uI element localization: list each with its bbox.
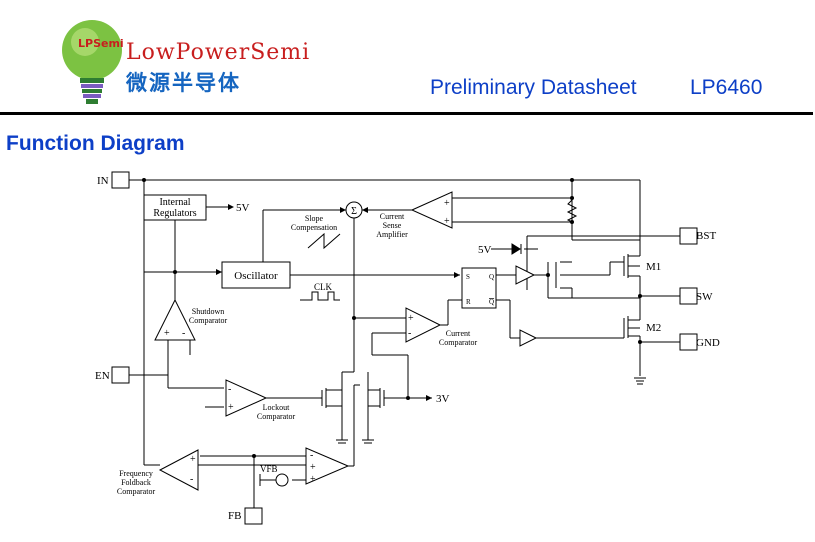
pin-sw-box — [679, 287, 698, 305]
arrow-5v-icon — [228, 204, 234, 210]
pin-in-box — [111, 171, 130, 189]
oscillator-label: Oscillator — [234, 270, 278, 282]
ff-qbar-label: Q — [489, 298, 494, 306]
brand-name-en: LowPowerSemi — [126, 40, 311, 65]
arrow-sense-icon — [362, 207, 368, 213]
regulator-5v-label: 5V — [236, 202, 250, 214]
pin-fb-label: FB — [228, 510, 241, 522]
current-comp-label-2: Comparator — [439, 338, 478, 347]
document-title: Preliminary Datasheet — [430, 76, 637, 99]
internal-regulators-label-2: Regulators — [153, 208, 196, 219]
shutdown-label-2: Comparator — [189, 316, 228, 325]
internal-regulators-label-1: Internal — [159, 197, 190, 208]
slope-label-1: Slope — [305, 214, 324, 223]
arrow-sum-icon — [340, 207, 346, 213]
junction-dots — [142, 178, 642, 458]
v3-label: 3V — [436, 393, 450, 405]
m2-label: M2 — [646, 322, 661, 334]
diagram-wires — [129, 179, 680, 508]
current-sense-amp — [410, 191, 453, 229]
arrow-3v-icon — [426, 395, 432, 401]
pin-in-label: IN — [97, 175, 109, 187]
low-side-driver — [519, 329, 538, 347]
pin-gnd-label: GND — [696, 337, 720, 349]
blocks — [143, 191, 578, 491]
mosfets — [321, 254, 640, 408]
high-side-driver — [515, 265, 536, 285]
sense-resistor — [566, 199, 578, 223]
clk-label: CLK — [314, 282, 333, 292]
current-comp-label-1: Current — [446, 329, 471, 338]
ff-q-label: Q — [489, 273, 494, 281]
pin-bst-label: BST — [696, 230, 716, 242]
error-comparator — [305, 447, 350, 485]
ff-r-label: R — [466, 298, 471, 306]
lockout-mosfet-a — [321, 388, 342, 408]
pin-sw-label: SW — [696, 291, 713, 303]
svg-text:-: - — [228, 384, 231, 395]
ffb-label-1: Frequency — [119, 469, 153, 478]
m1-label: M1 — [646, 261, 661, 273]
logo-badge: LPSemi — [78, 37, 124, 50]
logo-bulb-icon — [62, 20, 122, 104]
svg-text:+: + — [310, 462, 316, 473]
svg-text:-: - — [182, 328, 185, 339]
csa-label-2: Sense — [383, 221, 402, 230]
lockout-label-1: Lockout — [263, 403, 290, 412]
lockout-comparator — [225, 379, 268, 417]
arrow-osc-icon — [216, 269, 222, 275]
pin-fb-box — [244, 507, 263, 525]
svg-text:+: + — [408, 313, 414, 324]
shutdown-label-1: Shutdown — [192, 307, 224, 316]
ff-s-label: S — [466, 273, 470, 281]
lockout-mosfet-b — [368, 388, 385, 408]
shutdown-comparator — [154, 298, 196, 341]
frequency-foldback-comparator — [158, 449, 199, 491]
pin-en-box — [111, 366, 130, 384]
svg-text:+: + — [444, 216, 450, 227]
svg-text:+: + — [310, 474, 316, 485]
svg-text:-: - — [310, 450, 313, 461]
header-divider — [0, 112, 813, 115]
slope-label-2: Compensation — [291, 223, 337, 232]
svg-text:-: - — [190, 474, 193, 485]
comparator-signs: ++ +- +- -+ +- -++ — [164, 198, 450, 485]
svg-text:+: + — [164, 328, 170, 339]
v5-bst-label: 5V — [478, 244, 492, 256]
bst-diode — [511, 243, 521, 255]
clock-waveform-icon — [300, 291, 340, 301]
mosfet-m2 — [623, 316, 640, 338]
arrow-heads — [216, 204, 460, 401]
svg-text:+: + — [228, 402, 234, 413]
pin-bst-box — [679, 227, 698, 245]
csa-label-3: Amplifier — [376, 230, 408, 239]
vfb-label: VFB — [260, 464, 278, 474]
flip-flop-box — [461, 267, 497, 309]
csa-label-1: Current — [380, 212, 405, 221]
part-number: LP6460 — [690, 76, 763, 99]
sum-symbol: Σ — [351, 206, 357, 217]
section-title: Function Diagram — [6, 132, 185, 155]
ffb-label-3: Comparator — [117, 487, 156, 496]
driver-mosfet — [555, 261, 573, 298]
pin-en-label: EN — [95, 370, 110, 382]
arrow-ff-icon — [454, 272, 460, 278]
ffb-label-2: Foldback — [121, 478, 151, 487]
vfb-reference-source — [275, 473, 289, 487]
pin-boxes — [111, 171, 698, 525]
svg-text:+: + — [190, 454, 196, 465]
lockout-label-2: Comparator — [257, 412, 296, 421]
svg-text:-: - — [408, 328, 411, 339]
brand-name-cn: 微源半导体 — [126, 71, 241, 95]
pin-gnd-box — [679, 333, 698, 351]
mosfet-m1 — [623, 254, 640, 278]
current-comparator — [405, 307, 442, 343]
slope-ramp-icon — [307, 232, 341, 250]
internal-regulators-box — [143, 194, 207, 221]
svg-text:+: + — [444, 198, 450, 209]
oscillator-box — [221, 261, 291, 289]
